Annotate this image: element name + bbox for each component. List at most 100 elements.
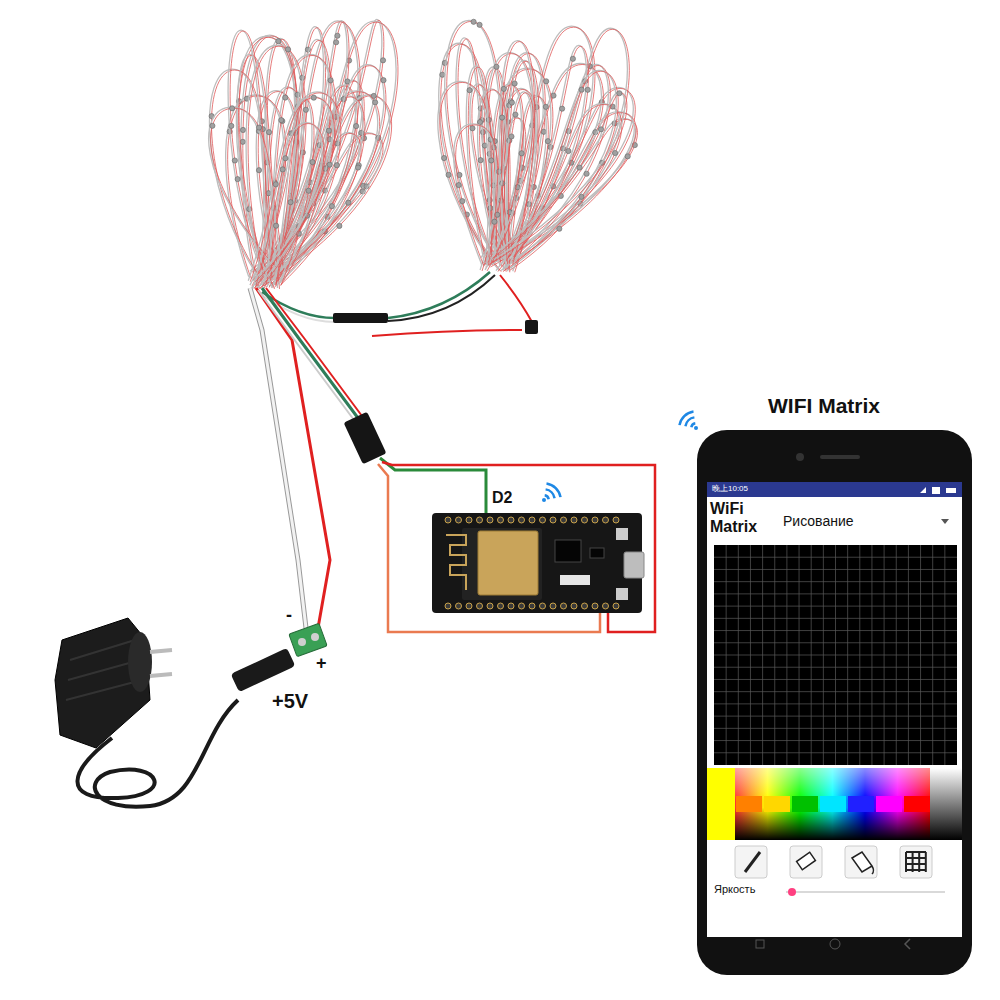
led: [337, 223, 342, 228]
wifi-arc: [545, 488, 555, 498]
led: [256, 168, 261, 173]
wire-green: [262, 288, 358, 418]
color-swatch: [848, 796, 874, 812]
brush-icon: [745, 852, 760, 872]
led: [584, 171, 589, 176]
wire-white: [258, 290, 354, 420]
antenna-trace: [446, 535, 466, 590]
plug-pin: [150, 674, 172, 676]
led-wire: [510, 46, 589, 255]
nav-back: [905, 939, 910, 949]
header-pin: [519, 517, 525, 523]
led: [557, 226, 562, 231]
wire-green: [380, 458, 486, 514]
header-pin: [477, 517, 483, 523]
app-heading: WIFI Matrix: [768, 394, 880, 417]
header-pin: [477, 603, 483, 609]
nav-home: [830, 939, 840, 949]
led: [585, 87, 590, 92]
led: [285, 47, 290, 52]
led: [544, 79, 549, 84]
led: [273, 223, 278, 228]
connector: [343, 412, 386, 465]
led: [488, 206, 493, 211]
color-swatch: [736, 796, 762, 812]
led: [501, 86, 506, 91]
led-wire: [492, 87, 634, 261]
header-pin: [603, 517, 609, 523]
header-pin: [487, 603, 493, 609]
led-wire: [250, 98, 334, 282]
wire-red: [382, 462, 655, 632]
led: [598, 127, 603, 132]
led: [288, 200, 293, 205]
led: [310, 160, 315, 165]
led: [381, 78, 386, 83]
hue-palette: [735, 768, 930, 840]
wire: [372, 330, 522, 336]
bucket-icon: [852, 852, 874, 874]
phone-screen: [707, 482, 962, 937]
led: [513, 112, 518, 117]
led: [355, 165, 360, 170]
led: [240, 139, 245, 144]
led: [625, 154, 630, 159]
color-swatch: [876, 796, 902, 812]
led: [512, 81, 517, 86]
led: [446, 172, 451, 177]
header-pin: [498, 517, 504, 523]
eraser-icon: [797, 852, 816, 869]
led: [545, 139, 550, 144]
led: [230, 106, 235, 111]
header-pin: [592, 517, 598, 523]
led: [577, 165, 582, 170]
led: [467, 88, 472, 93]
grey-palette: [930, 768, 962, 840]
wifi-icon: [678, 410, 698, 430]
led: [440, 72, 445, 77]
usb-port: [624, 552, 644, 578]
grid-lines: [714, 545, 957, 765]
app-title: WiFi Matrix: [710, 500, 766, 535]
led: [471, 19, 476, 24]
led-wire: [480, 92, 531, 270]
wire-polarity: -: [286, 606, 292, 626]
led: [441, 155, 446, 160]
status-bar: [707, 482, 962, 497]
header-pin: [603, 603, 609, 609]
current-color: [707, 768, 735, 840]
wifi-arc: [678, 410, 693, 425]
header-pin: [613, 517, 619, 523]
led: [570, 56, 575, 61]
led: [560, 106, 565, 111]
led: [306, 188, 311, 193]
led: [283, 95, 288, 100]
header-pin: [571, 517, 577, 523]
header-pin: [456, 517, 462, 523]
connector: [525, 320, 538, 334]
module-shield: [478, 531, 538, 595]
header-pin: [487, 517, 493, 523]
led: [499, 115, 504, 120]
led: [478, 158, 483, 163]
button: [616, 588, 628, 600]
hue-shade: [735, 768, 930, 840]
chip: [555, 540, 581, 562]
led: [579, 194, 584, 199]
led: [232, 158, 237, 163]
brightness-track: [786, 891, 945, 893]
chip: [590, 548, 604, 558]
header-pin: [550, 517, 556, 523]
led: [326, 128, 331, 133]
led: [566, 148, 571, 153]
header-pin: [571, 603, 577, 609]
wifi-arc: [546, 482, 561, 497]
led: [256, 125, 261, 130]
drawing-grid: [714, 545, 957, 765]
front-camera: [796, 453, 804, 461]
header-pin: [550, 603, 556, 609]
header-pin: [519, 603, 525, 609]
led: [480, 130, 485, 135]
header-pin: [445, 517, 451, 523]
led-wire: [274, 98, 312, 284]
